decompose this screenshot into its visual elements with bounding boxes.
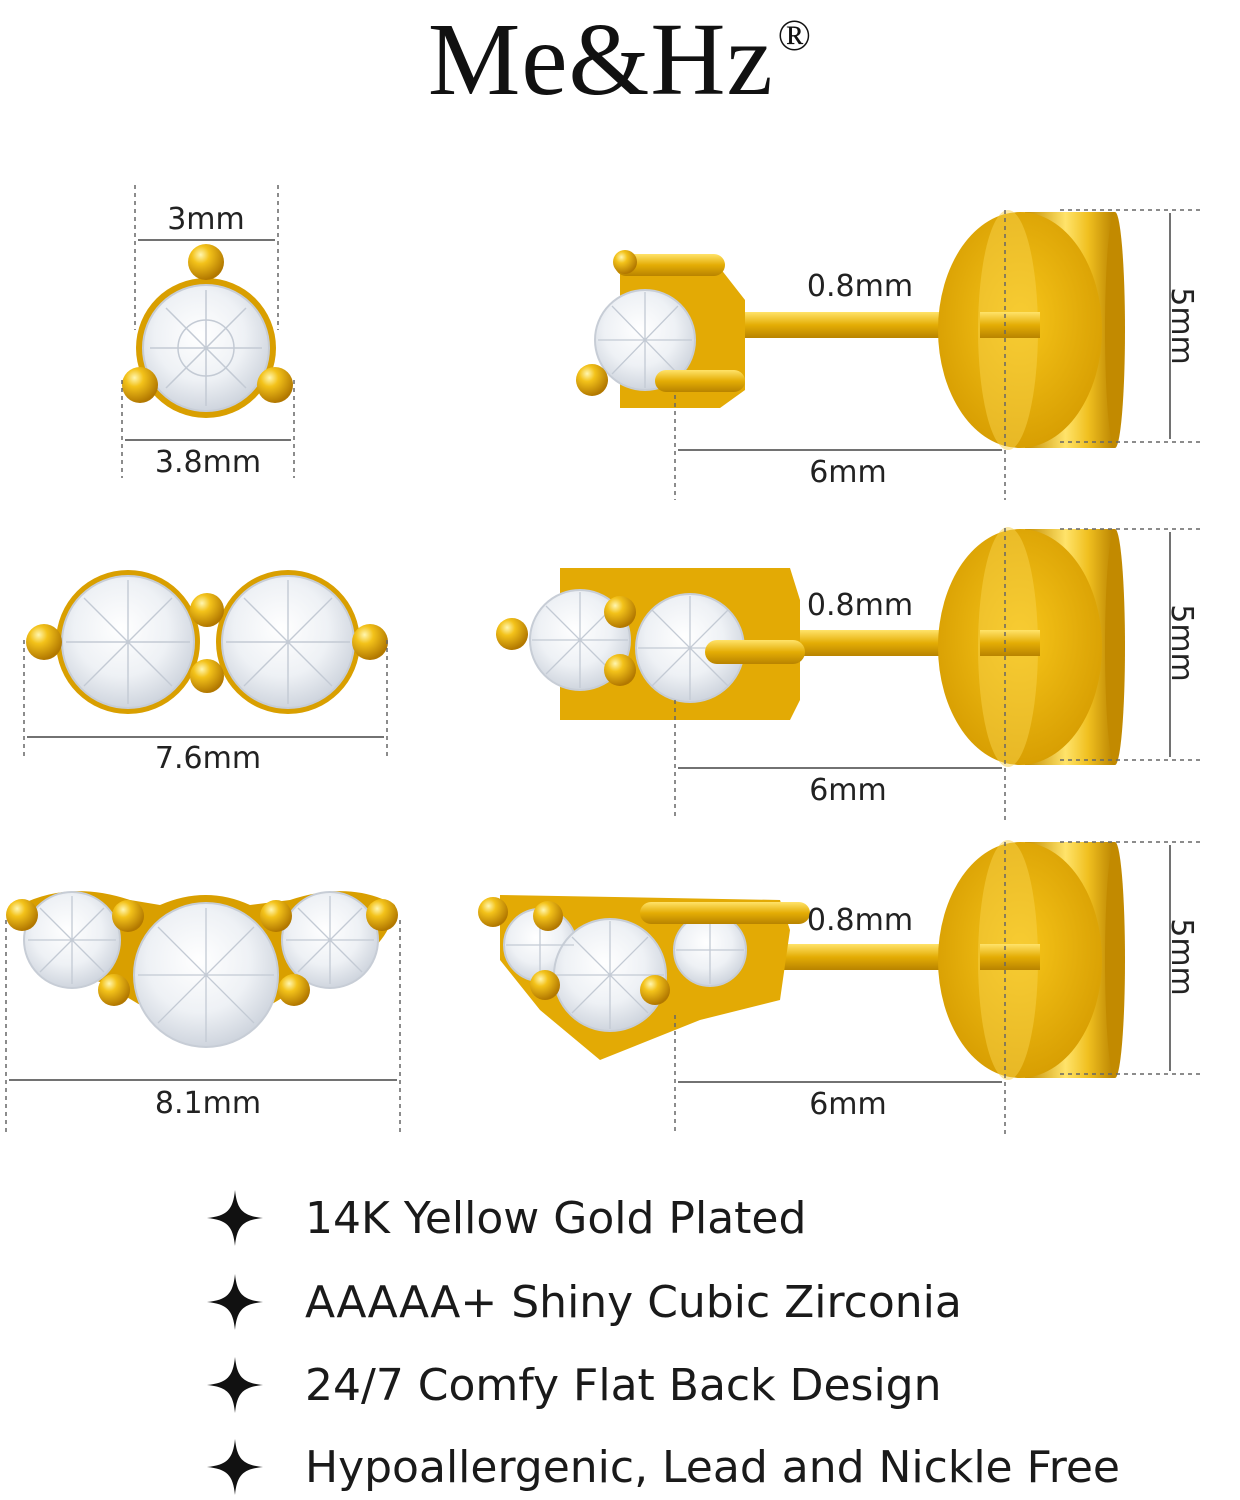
dim-back-diameter-1: 5mm — [1164, 287, 1199, 365]
dim-back-diameter-2: 5mm — [1164, 604, 1199, 682]
sparkle-icon — [207, 1190, 263, 1246]
dim-post-length-2: 6mm — [809, 773, 887, 808]
feature-item: AAAAA+ Shiny Cubic Zirconia — [205, 1272, 962, 1332]
row-1-front-view: 3mm 3.8mm — [121, 185, 295, 480]
sparkle-icon — [207, 1357, 263, 1413]
dim-post-diameter-2: 0.8mm — [807, 588, 913, 623]
product-illustration: 3mm 3.8mm 6mm 0.8mm — [5, 185, 1200, 1135]
dim-post-diameter-3: 0.8mm — [807, 903, 913, 938]
feature-item: 24/7 Comfy Flat Back Design — [205, 1355, 942, 1415]
feature-item: Hypoallergenic, Lead and Nickle Free — [205, 1437, 1120, 1497]
dim-front-width: 3mm — [167, 202, 245, 237]
dim-post-length-1: 6mm — [809, 455, 887, 490]
dim-back-diameter-3: 5mm — [1164, 918, 1199, 996]
row-3-side-view: 6mm 0.8mm 5mm — [478, 840, 1200, 1135]
dim-front-total-2: 7.6mm — [155, 741, 261, 776]
row-1-side-view: 6mm 0.8mm 5mm — [576, 209, 1200, 500]
feature-text: Hypoallergenic, Lead and Nickle Free — [305, 1441, 1120, 1493]
brand-name: Me&Hz — [427, 2, 774, 117]
sparkle-icon — [207, 1274, 263, 1330]
feature-text: 14K Yellow Gold Plated — [305, 1192, 807, 1244]
sparkle-icon — [207, 1439, 263, 1495]
dim-front-total-3: 8.1mm — [155, 1086, 261, 1121]
dim-front-total-1: 3.8mm — [155, 445, 261, 480]
dim-post-diameter-1: 0.8mm — [807, 269, 913, 304]
brand-logo: Me&Hz® — [0, 8, 1240, 112]
row-2-side-view: 6mm 0.8mm 5mm — [496, 527, 1200, 820]
row-2-front-view: 7.6mm — [23, 570, 388, 776]
dim-post-length-3: 6mm — [809, 1087, 887, 1122]
registered-mark: ® — [777, 11, 813, 60]
feature-text: AAAAA+ Shiny Cubic Zirconia — [305, 1276, 962, 1328]
row-3-front-view: 8.1mm — [5, 891, 401, 1135]
feature-item: 14K Yellow Gold Plated — [205, 1188, 806, 1248]
feature-text: 24/7 Comfy Flat Back Design — [305, 1359, 942, 1411]
